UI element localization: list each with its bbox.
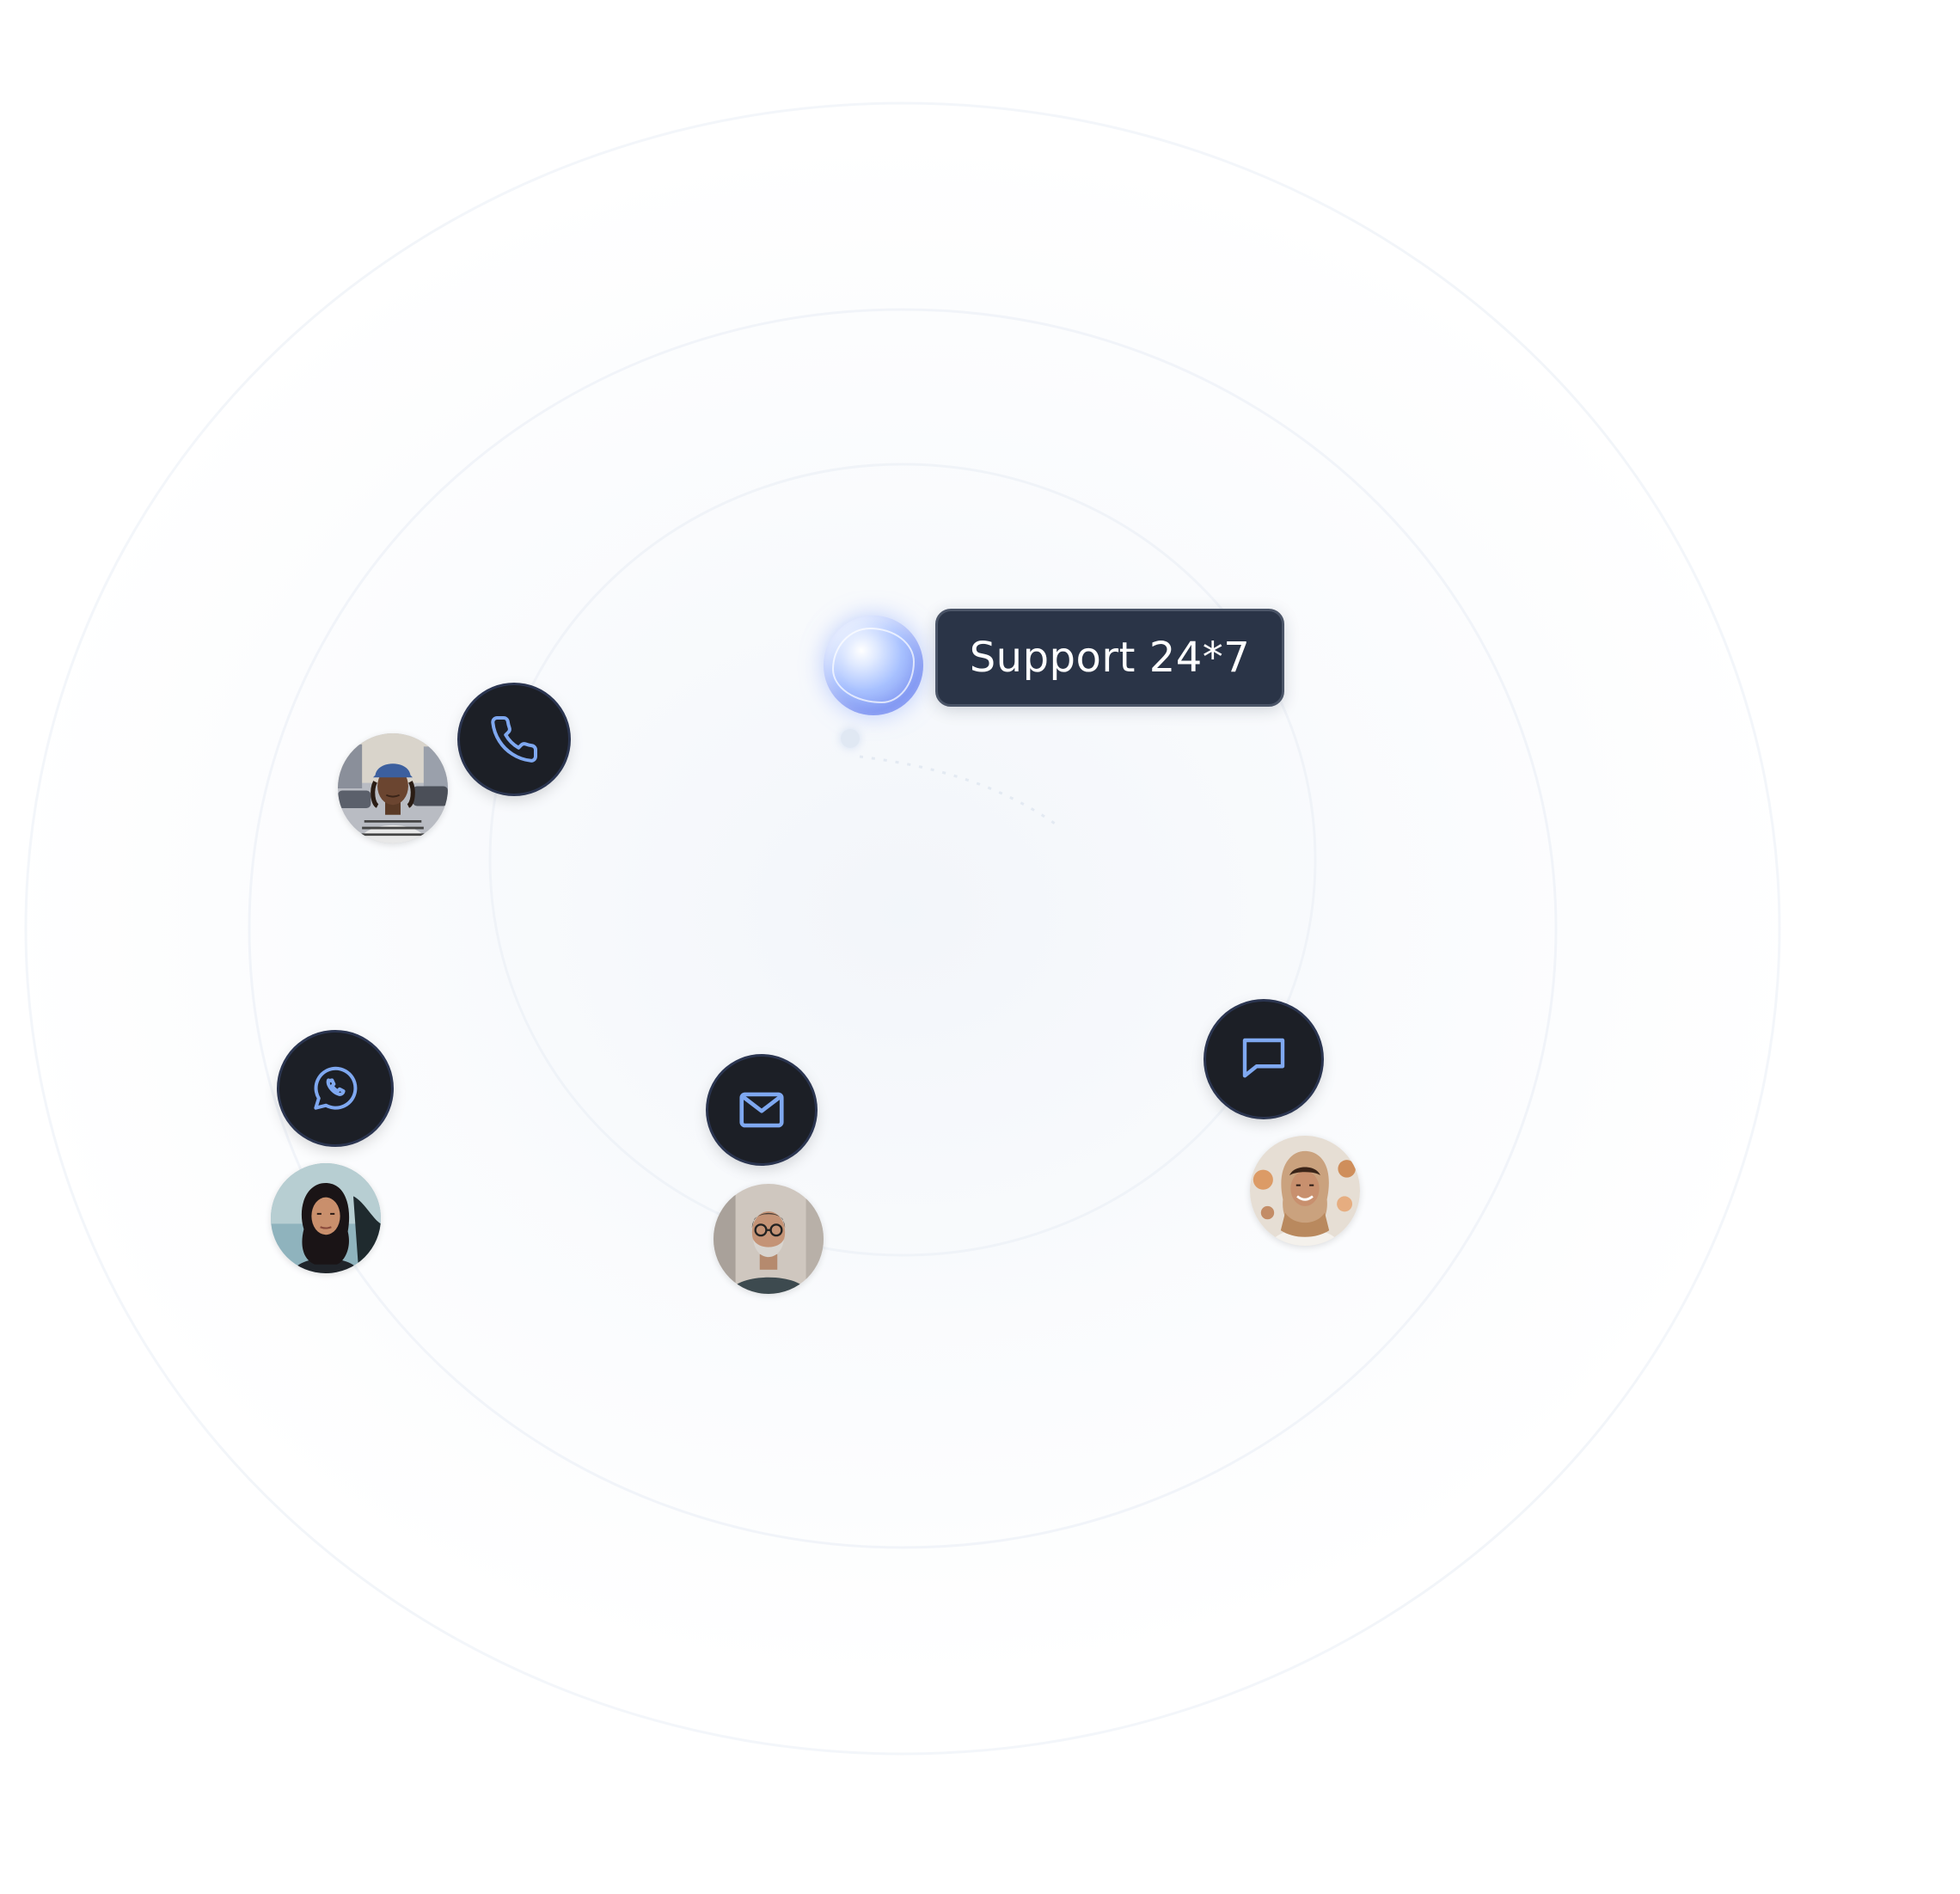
email-channel-button[interactable] <box>708 1057 815 1163</box>
chat-bubble-icon <box>1242 1038 1285 1078</box>
chat-channel-button[interactable] <box>1206 1002 1321 1117</box>
customer-avatar <box>1250 1136 1360 1246</box>
mail-icon <box>739 1092 784 1128</box>
orb-connector-dot <box>841 729 860 748</box>
phone-icon <box>491 716 538 763</box>
customer-avatar <box>338 733 448 843</box>
ai-orb-icon <box>824 616 923 715</box>
customer-avatar <box>714 1184 824 1294</box>
support-badge-label: Support 24*7 <box>969 634 1251 682</box>
customer-avatar <box>271 1163 381 1273</box>
whatsapp-icon <box>314 1066 358 1110</box>
man-in-cap-photo <box>338 733 448 843</box>
bearded-man-glasses-photo <box>714 1184 824 1294</box>
support-badge: Support 24*7 <box>935 609 1284 707</box>
woman-headscarf-photo <box>1250 1136 1360 1246</box>
woman-dark-hair-photo <box>271 1163 381 1273</box>
whatsapp-channel-button[interactable] <box>279 1033 391 1144</box>
phone-channel-button[interactable] <box>460 685 568 794</box>
